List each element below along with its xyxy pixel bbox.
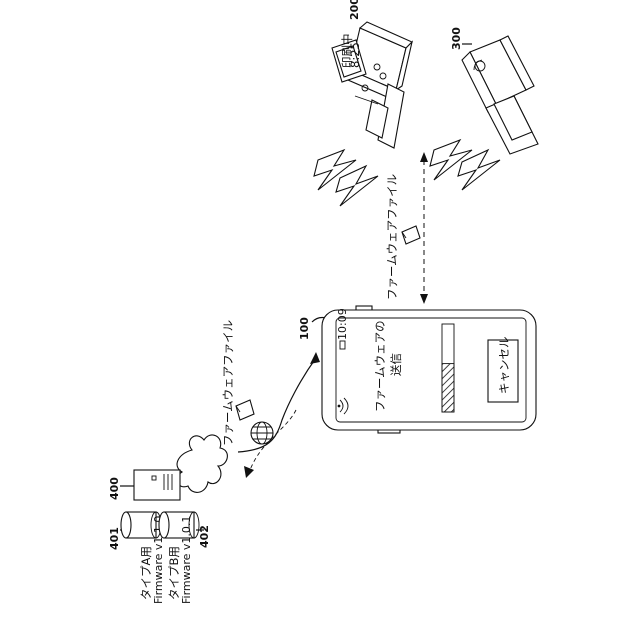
progress-fill bbox=[442, 364, 454, 412]
download-path: ファームウェアファイル bbox=[221, 320, 320, 478]
database-401: 401 タイプA用 Firmware v1.1.0 bbox=[108, 512, 165, 604]
cancel-button[interactable]: キャンセル bbox=[488, 337, 518, 403]
db-b-type-label: タイプB用 bbox=[167, 546, 181, 600]
phone-screen-title: ファームウェアの bbox=[373, 320, 387, 412]
globe-icon bbox=[251, 422, 273, 444]
smartphone-100: 100 10:09 ファームウェアの 送信 bbox=[298, 306, 536, 433]
phone-time: 10:09 bbox=[336, 308, 349, 340]
ref-label-200: 200 bbox=[348, 0, 361, 20]
ref-label-401: 401 bbox=[108, 527, 121, 550]
firmware-transfer-wireless: ファームウェアファイル bbox=[385, 152, 428, 304]
document-icon bbox=[402, 226, 420, 244]
ref-label-100: 100 bbox=[298, 317, 311, 340]
cancel-button-label: キャンセル bbox=[497, 337, 511, 395]
server-400: 400 bbox=[108, 470, 180, 500]
phone-screen-title-line2: 送信 bbox=[389, 353, 403, 376]
lightning-icon bbox=[430, 140, 500, 190]
db-b-version-label: Firmware v1.0.1 bbox=[180, 516, 193, 604]
db-a-type-label: タイプA用 bbox=[139, 546, 153, 600]
document-icon bbox=[236, 400, 254, 420]
firmware-file-label-left: ファームウェアファイル bbox=[221, 320, 235, 446]
ref-label-402: 402 bbox=[198, 525, 211, 548]
ref-label-300: 300 bbox=[450, 27, 463, 50]
printer-200: 200 印刷中 8:25 bbox=[332, 0, 412, 148]
database-402: 402 タイプB用 Firmware v1.0.1 bbox=[159, 512, 211, 604]
cloud-icon bbox=[177, 435, 228, 492]
printer-300: 300 bbox=[450, 27, 538, 154]
ref-label-400: 400 bbox=[108, 477, 121, 500]
printer-display-time: 8:25 bbox=[348, 42, 362, 68]
lightning-icon bbox=[314, 150, 378, 206]
firmware-file-label-right: ファームウェアファイル bbox=[385, 174, 399, 300]
